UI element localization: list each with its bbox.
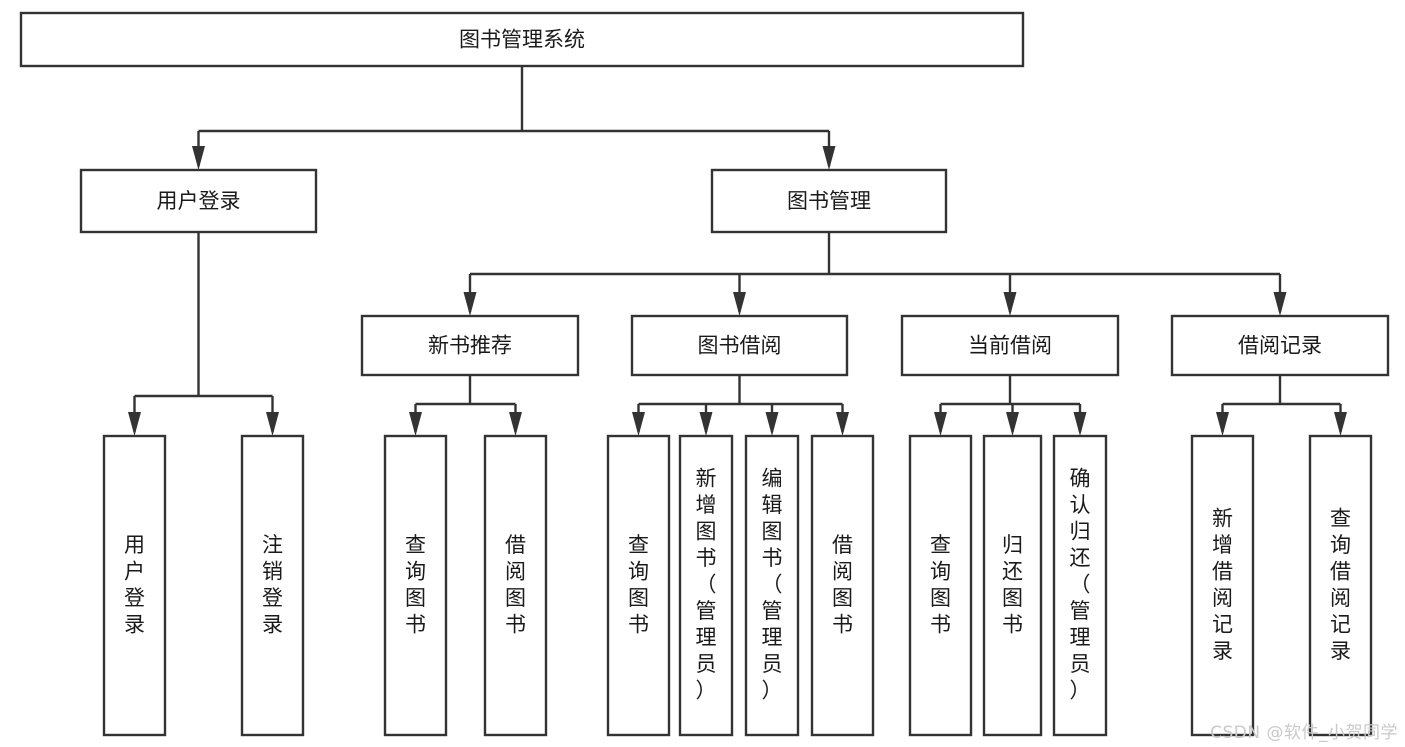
node-label: 编辑图书（管理员） (762, 467, 783, 703)
node-box[interactable] (1308, 434, 1373, 737)
node-box[interactable] (1190, 434, 1255, 737)
node-label: 查询图书 (405, 533, 426, 637)
arrow-head-icon (733, 292, 746, 316)
edge-group-n-current-borrow (934, 375, 1087, 436)
node-label: 新书推荐 (428, 334, 512, 358)
arrow-head-icon (699, 412, 713, 436)
arrow-head-icon (934, 412, 947, 436)
node-label: 新增借阅记录 (1212, 506, 1233, 663)
arrow-head-icon (128, 412, 141, 436)
node-n-book-borrow[interactable]: 图书借阅 (630, 314, 849, 377)
arrow-head-icon (1006, 412, 1019, 436)
node-l-user-logout[interactable]: 注销登录 (240, 434, 305, 737)
arrow-head-icon (836, 412, 849, 436)
node-label: 新增图书（管理员） (696, 467, 717, 703)
arrow-head-icon (463, 292, 477, 316)
edge-group-n-book-borrow (632, 375, 849, 436)
node-box[interactable] (630, 314, 849, 377)
edge-group-root (192, 66, 836, 170)
node-label: 查询借阅记录 (1330, 506, 1351, 663)
arrow-head-icon (1273, 292, 1287, 316)
node-label: 借阅记录 (1238, 334, 1322, 358)
arrow-head-icon (1003, 292, 1017, 316)
node-box[interactable] (710, 168, 948, 234)
node-label: 用户登录 (157, 189, 241, 213)
node-label: 图书借阅 (698, 334, 782, 358)
edge-group-n-book-mgmt (463, 232, 1287, 316)
node-l-bb-add[interactable]: 新增图书（管理员） (678, 434, 734, 737)
edge-group-n-borrow-record (1216, 375, 1347, 436)
csdn-watermark: CSDN @软件_小贺同学 (1210, 723, 1398, 743)
node-box[interactable] (678, 434, 734, 737)
node-box[interactable] (1052, 434, 1108, 737)
node-label: 确认归还（管理员） (1070, 467, 1091, 703)
node-label: 归还图书 (1002, 533, 1023, 637)
node-box[interactable] (908, 434, 973, 737)
node-n-new-book-rec[interactable]: 新书推荐 (360, 314, 580, 377)
node-box[interactable] (982, 434, 1043, 737)
node-box[interactable] (900, 314, 1120, 377)
node-label: 注销登录 (262, 533, 283, 637)
node-box[interactable] (102, 434, 167, 737)
arrow-head-icon (765, 412, 779, 436)
arrow-head-icon (822, 146, 836, 170)
node-l-bb-borrow[interactable]: 借阅图书 (810, 434, 875, 737)
node-label: 借阅图书 (505, 533, 526, 637)
node-box[interactable] (360, 314, 580, 377)
node-l-cb-confirm[interactable]: 确认归还（管理员） (1052, 434, 1108, 737)
node-box[interactable] (383, 434, 448, 737)
arrow-head-icon (1334, 412, 1347, 436)
node-label: 查询图书 (628, 533, 649, 637)
node-box[interactable] (240, 434, 305, 737)
arrow-head-icon (409, 412, 422, 436)
node-label: 用户登录 (124, 533, 145, 637)
node-l-nbr-query[interactable]: 查询图书 (383, 434, 448, 737)
node-box[interactable] (483, 434, 548, 737)
node-l-cb-query[interactable]: 查询图书 (908, 434, 973, 737)
node-root[interactable]: 图书管理系统 (19, 11, 1025, 68)
arrow-head-icon (1216, 412, 1229, 436)
edge-group-n-user-login (128, 232, 279, 436)
node-n-current-borrow[interactable]: 当前借阅 (900, 314, 1120, 377)
node-box[interactable] (79, 168, 318, 234)
node-box[interactable] (606, 434, 671, 737)
arrow-head-icon (632, 412, 645, 436)
edges-layer (128, 66, 1347, 436)
node-label: 图书管理系统 (459, 28, 585, 52)
node-l-br-query[interactable]: 查询借阅记录 (1308, 434, 1373, 737)
node-box[interactable] (810, 434, 875, 737)
node-box[interactable] (19, 11, 1025, 68)
nodes-layer: 图书管理系统用户登录图书管理新书推荐图书借阅当前借阅借阅记录用户登录注销登录查询… (19, 11, 1390, 737)
node-label: 借阅图书 (832, 533, 853, 637)
node-l-cb-return[interactable]: 归还图书 (982, 434, 1043, 737)
edge-group-n-new-book-rec (409, 375, 522, 436)
node-n-user-login[interactable]: 用户登录 (79, 168, 318, 234)
node-l-user-login[interactable]: 用户登录 (102, 434, 167, 737)
arrow-head-icon (509, 412, 522, 436)
arrow-head-icon (192, 146, 205, 170)
node-l-bb-edit[interactable]: 编辑图书（管理员） (744, 434, 800, 737)
node-label: 图书管理 (787, 189, 871, 213)
node-l-nbr-borrow[interactable]: 借阅图书 (483, 434, 548, 737)
node-n-book-mgmt[interactable]: 图书管理 (710, 168, 948, 234)
node-l-bb-query[interactable]: 查询图书 (606, 434, 671, 737)
node-box[interactable] (744, 434, 800, 737)
node-n-borrow-record[interactable]: 借阅记录 (1170, 314, 1390, 377)
node-label: 当前借阅 (968, 334, 1052, 358)
arrow-head-icon (1073, 412, 1087, 436)
arrow-head-icon (266, 412, 279, 436)
node-l-br-add[interactable]: 新增借阅记录 (1190, 434, 1255, 737)
node-label: 查询图书 (930, 533, 951, 637)
node-box[interactable] (1170, 314, 1390, 377)
